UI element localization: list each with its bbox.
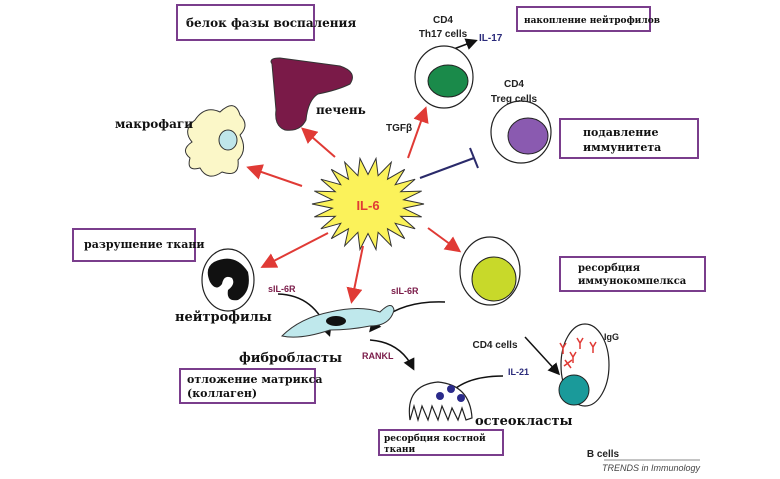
svg-text:подавление: подавление — [583, 126, 658, 139]
svg-text:отложение матрикса: отложение матрикса — [187, 373, 323, 386]
svg-text:остеокласты: остеокласты — [475, 414, 573, 429]
svg-text:TRENDS in Immunology: TRENDS in Immunology — [602, 463, 701, 473]
credit: TRENDS in Immunology — [602, 459, 701, 473]
svg-text:IL-17: IL-17 — [479, 33, 503, 44]
arrow-to-cd4 — [427, 227, 462, 253]
arrow-to-fibroblast — [346, 245, 364, 304]
arrow-to-liver — [300, 127, 336, 158]
arrow-cd4-bcell — [524, 336, 561, 376]
arrow-to-th17 — [407, 106, 429, 159]
svg-text:фибробласты: фибробласты — [239, 351, 342, 366]
svg-text:IL-6: IL-6 — [356, 198, 379, 213]
box-matrix-deposition: отложение матрикса (коллаген) — [179, 368, 323, 404]
svg-text:иммунитета: иммунитета — [583, 141, 661, 154]
arrow-to-macrophage — [246, 164, 303, 187]
svg-text:ткани: ткани — [384, 445, 415, 455]
treg-cell: CD4 Treg cells — [490, 79, 552, 164]
inhibition-line — [419, 147, 479, 179]
b-cell: IgG B cells — [558, 323, 620, 460]
il6-star: IL-6 — [311, 156, 425, 252]
svg-text:белок фазы воспаления: белок фазы воспаления — [186, 16, 356, 30]
svg-text:sIL-6R: sIL-6R — [391, 286, 419, 296]
svg-text:ресорбция: ресорбция — [578, 263, 641, 274]
svg-text:IL-21: IL-21 — [508, 367, 529, 377]
box-immune-complex: ресорбция иммунокомпелкса — [559, 256, 706, 292]
box-bone-resorption: ресорбция костной ткани — [378, 429, 504, 456]
macrophage: макрофаги — [115, 105, 246, 177]
neutrophil: нейтрофилы sIL-6R — [175, 248, 296, 325]
box-acute-phase: белок фазы воспаления — [176, 4, 356, 41]
svg-text:макрофаги: макрофаги — [115, 117, 193, 131]
svg-text:Treg cells: Treg cells — [491, 94, 538, 105]
svg-text:TGFβ: TGFβ — [386, 123, 412, 134]
svg-text:sIL-6R: sIL-6R — [268, 284, 296, 294]
svg-text:CD4: CD4 — [433, 15, 453, 26]
arrow-rankl — [369, 339, 415, 371]
svg-text:печень: печень — [316, 103, 366, 117]
svg-text:RANKL: RANKL — [362, 351, 394, 361]
svg-text:ресорбция костной: ресорбция костной — [384, 433, 486, 444]
osteoclast: остеокласты IL-21 — [408, 367, 573, 429]
box-neutrophil-accumulation: накопление нейтрофилов — [516, 6, 660, 32]
arrow-to-neutrophil — [260, 232, 329, 268]
th17-cell: CD4 Th17 cells IL-17 TGFβ — [386, 15, 503, 134]
fibroblast: фибробласты sIL-6R RANKL — [239, 286, 419, 366]
box-tissue-destruction: разрушение ткани — [72, 228, 205, 262]
svg-text:иммунокомпелкса: иммунокомпелкса — [578, 276, 687, 287]
svg-text:B cells: B cells — [587, 449, 620, 460]
liver: печень — [270, 57, 366, 131]
svg-text:накопление нейтрофилов: накопление нейтрофилов — [524, 15, 660, 26]
igg-antibodies — [559, 337, 597, 369]
svg-text:IgG: IgG — [604, 332, 619, 342]
svg-text:(коллаген): (коллаген) — [187, 387, 257, 400]
svg-text:CD4 cells: CD4 cells — [472, 340, 517, 351]
svg-text:CD4: CD4 — [504, 79, 524, 90]
svg-text:нейтрофилы: нейтрофилы — [175, 310, 272, 325]
svg-text:Th17 cells: Th17 cells — [419, 29, 468, 40]
cd4-cell: CD4 cells — [459, 236, 521, 351]
box-immune-suppression: подавление иммунитета — [559, 118, 699, 159]
svg-text:разрушение ткани: разрушение ткани — [84, 238, 205, 251]
activation-arrows — [246, 106, 462, 304]
